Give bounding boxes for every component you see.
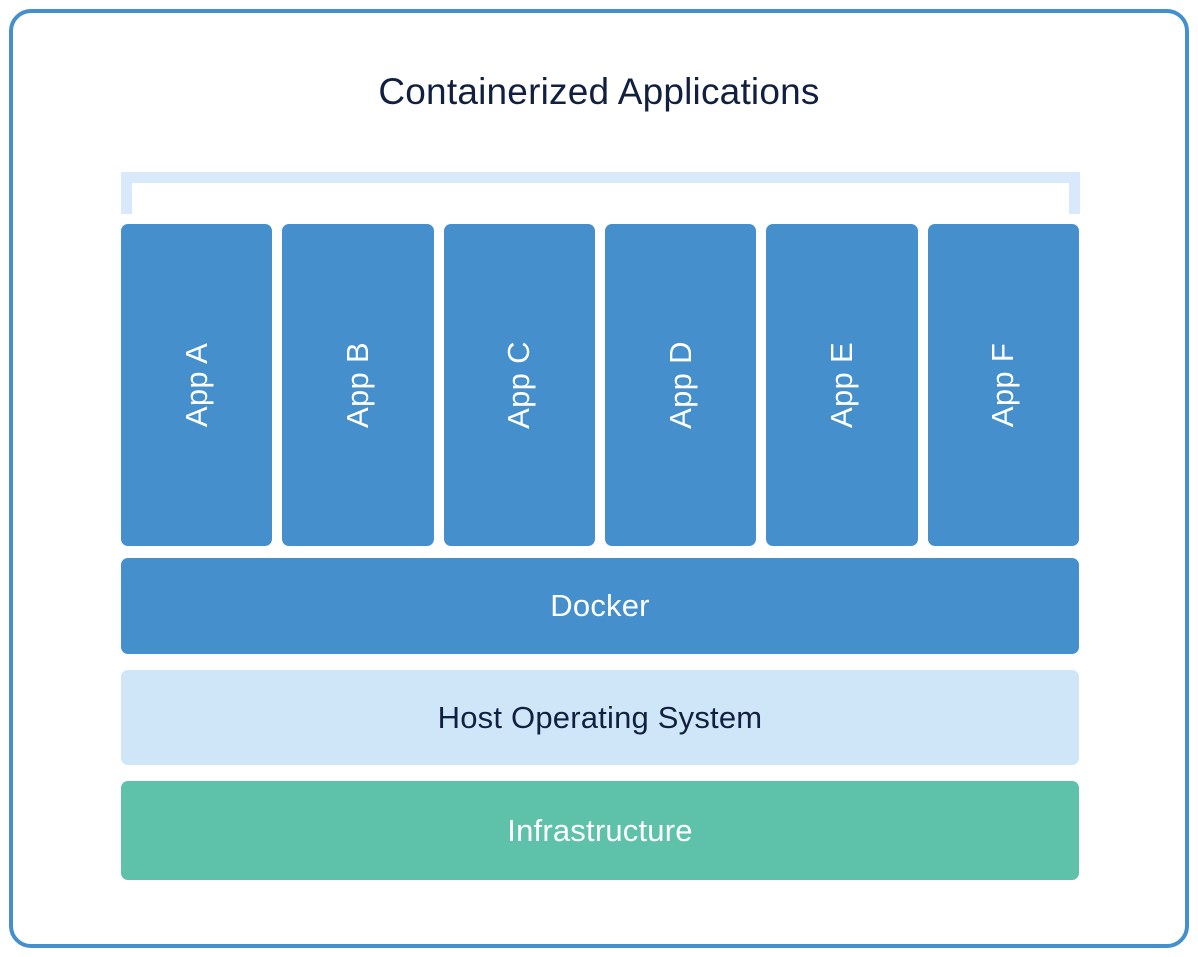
layer-docker-label: Docker xyxy=(550,588,650,623)
page-title: Containerized Applications xyxy=(378,71,820,112)
layer-infrastructure[interactable]: Infrastructure xyxy=(121,781,1079,880)
layer-host-operating-system[interactable]: Host Operating System xyxy=(121,670,1079,765)
app-container-a-label: App A xyxy=(178,342,214,428)
app-container-e[interactable]: App E xyxy=(766,224,918,546)
layer-docker[interactable]: Docker xyxy=(121,558,1079,654)
app-container-b-label: App B xyxy=(339,342,375,428)
layer-infrastructure-label: Infrastructure xyxy=(507,812,693,848)
app-container-row: App A App B App C App D App E App F xyxy=(121,224,1079,546)
app-container-e-label: App E xyxy=(823,342,859,428)
app-container-d[interactable]: App D xyxy=(604,224,757,546)
app-container-a[interactable]: App A xyxy=(121,224,273,546)
app-container-b[interactable]: App B xyxy=(282,224,434,546)
app-container-c-label: App C xyxy=(501,341,537,429)
layer-host-operating-system-label: Host Operating System xyxy=(437,699,763,735)
app-container-c[interactable]: App C xyxy=(443,224,595,546)
app-container-f-label: App F xyxy=(985,342,1021,428)
containerized-apps-bracket xyxy=(121,172,1080,214)
app-container-f[interactable]: App F xyxy=(927,224,1079,546)
app-container-d-label: App D xyxy=(662,341,698,429)
